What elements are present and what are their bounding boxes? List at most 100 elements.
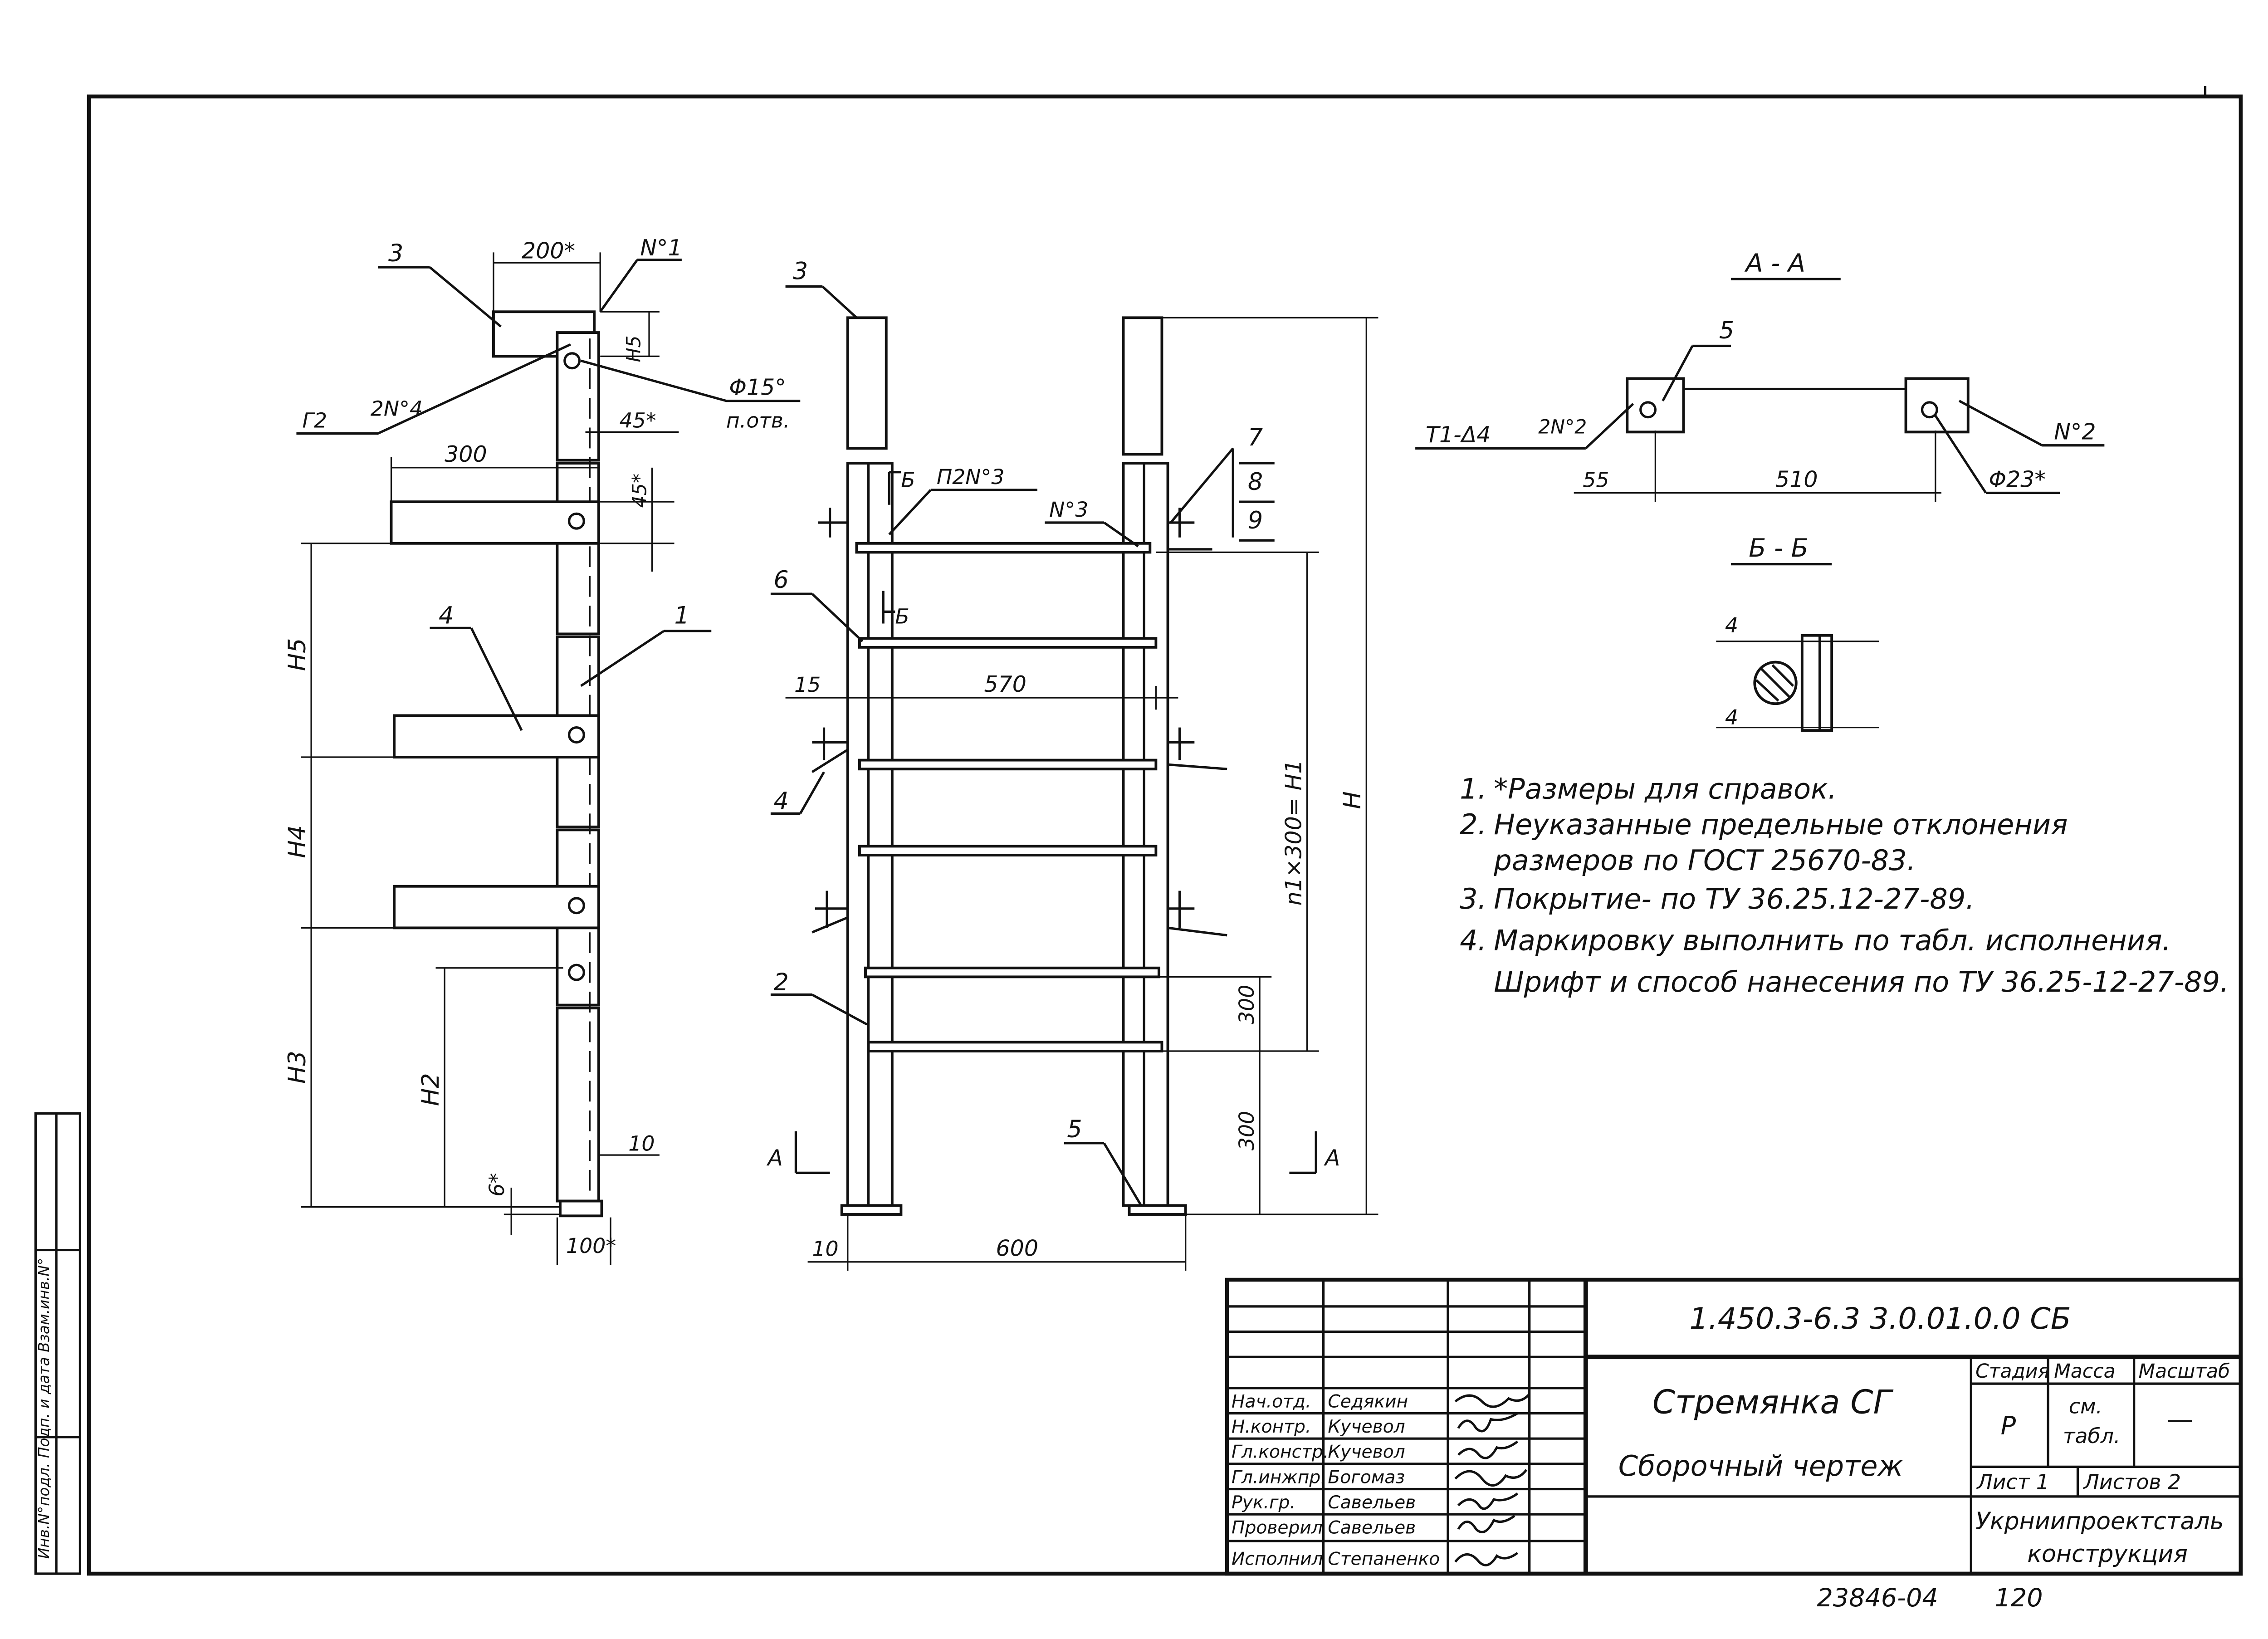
side-dim-h3: H3: [284, 1051, 311, 1084]
section-aa-callout-no2: N°2: [2054, 419, 2096, 445]
sig-role-5: Рук.гр.: [1232, 1492, 1295, 1513]
front-rung-6: [867, 1041, 1163, 1052]
side-pos-3: 3: [388, 240, 403, 267]
side-dim-hole: Φ15°: [729, 374, 786, 400]
side-stringer-lower: [556, 1007, 600, 1203]
front-dim-570: 570: [984, 671, 1026, 697]
section-aa-hole-right: [1921, 401, 1938, 419]
title-scale-value: —: [2167, 1403, 2194, 1434]
side-dim-hole-note: п.отв.: [726, 408, 790, 432]
side-pos-4: 4: [439, 602, 454, 629]
front-pos-9: 9: [1248, 507, 1263, 534]
title-mass-value-1: см.: [2069, 1394, 2102, 1419]
footer-page-number: 120: [1995, 1583, 2043, 1613]
section-bb-plate: [1800, 634, 1821, 732]
front-rung-5: [864, 966, 1160, 979]
note-3-text: Покрытие- по ТУ 36.25.12-27-89.: [1494, 882, 1975, 915]
front-rung-4: [858, 845, 1158, 856]
sig-name-6: Савельев: [1328, 1518, 1416, 1538]
front-dim-h: H: [1339, 791, 1366, 809]
front-dim-300-lower: 300: [1235, 1111, 1259, 1150]
left-margin-stamp-text: Инв.N°подл. Подп. и дата Взам.инв.N°: [35, 1258, 53, 1559]
front-right-top-cap: [1122, 316, 1163, 456]
section-aa-title: А - А: [1745, 249, 1805, 278]
sig-role-2: Н.контр.: [1232, 1417, 1311, 1437]
side-view: 200* N°1 3 H5 Φ15° п.отв. 45* Г2 2N°4 30…: [284, 235, 801, 1265]
signature-rows: Нач.отд. Седякин Н.контр. Кучевол Гл.кон…: [1232, 1391, 1440, 1569]
front-pos-2: 2: [773, 969, 788, 996]
section-bb-pos-4-bottom: 4: [1725, 705, 1738, 729]
sig-role-6: Проверил: [1232, 1518, 1323, 1538]
handwritten-signatures: [1454, 1393, 1530, 1566]
note-4b-text: Шрифт и способ нанесения по ТУ 36.25-12-…: [1494, 965, 2229, 998]
section-aa-weld-label: Т1-Δ4: [1426, 421, 1491, 448]
front-pos-8: 8: [1248, 468, 1263, 496]
side-dim-h5: H5: [284, 638, 311, 671]
title-name-line2: Сборочный чертеж: [1618, 1449, 1903, 1482]
sig-name-1: Седякин: [1328, 1391, 1408, 1412]
section-aa-dim-510: 510: [1775, 466, 1818, 492]
front-dim-300-upper: 300: [1235, 985, 1259, 1024]
side-dim-h5-top: H5: [623, 335, 645, 362]
front-dim-10: 10: [812, 1237, 838, 1261]
title-sheets-label: Листов 2: [2083, 1470, 2181, 1494]
side-dim-100: 100*: [566, 1234, 616, 1258]
sig-role-4: Гл.инжпр.: [1232, 1467, 1326, 1487]
section-bb-title: Б - Б: [1749, 533, 1809, 563]
front-dim-15: 15: [794, 673, 821, 697]
title-mass-value-2: табл.: [2063, 1424, 2121, 1448]
note-1-text: *Размеры для справок.: [1494, 773, 1837, 806]
note-3-num: 3.: [1460, 882, 1486, 915]
sig-name-5: Савельев: [1328, 1492, 1416, 1513]
side-dim-h4: H4: [284, 825, 311, 858]
front-rung-2: [858, 637, 1158, 649]
sig-role-7: Исполнил: [1232, 1549, 1323, 1569]
section-bb: Б - Б 4 4: [1716, 533, 1879, 732]
sig-role-3: Гл.констр.: [1232, 1442, 1329, 1463]
side-dim-h2: H2: [417, 1073, 445, 1106]
section-aa-left-profile: [1626, 377, 1685, 434]
section-bb-plate-2: [1818, 634, 1833, 732]
note-1-num: 1.: [1460, 773, 1486, 806]
side-hole-1: [563, 352, 581, 370]
sig-name-7: Степаненко: [1328, 1549, 1440, 1569]
section-aa: А - А 5 Т1-Δ4 2N°2 N°2 55 510 Φ23*: [1415, 249, 2105, 502]
front-section-a-right: А: [1324, 1145, 1340, 1171]
title-block: 1.450.3-6.3 3.0.01.0.0 СБ Стремянка СГ С…: [1225, 1277, 2243, 1576]
side-dim-45b: 45*: [629, 474, 651, 508]
note-2-num: 2.: [1460, 808, 1486, 841]
front-bracket-right-1: [1168, 508, 1227, 937]
side-pos-1: 1: [675, 602, 689, 629]
sheet-frame: [87, 94, 2243, 1576]
title-doc-code: 1.450.3-6.3 3.0.01.0.0 СБ: [1690, 1301, 2071, 1336]
front-pos-5: 5: [1067, 1115, 1082, 1143]
front-bracket-left-1: [811, 508, 849, 934]
sig-name-4: Богомаз: [1328, 1467, 1405, 1487]
note-4-text: Маркировку выполнить по табл. исполнения…: [1494, 924, 2171, 957]
notes: 1. *Размеры для справок. 2. Неуказанные …: [1460, 773, 2229, 999]
side-stringer-upper: [556, 331, 600, 462]
section-aa-right-profile: [1904, 377, 1970, 434]
side-callout-no1: N°1: [640, 235, 682, 261]
side-dim-200: 200*: [522, 237, 575, 264]
title-col-scale: Масштаб: [2138, 1360, 2230, 1383]
section-aa-dim-55: 55: [1583, 468, 1609, 492]
title-org-line2: конструкция: [2027, 1540, 2187, 1568]
side-dim-45a: 45*: [620, 408, 656, 432]
front-right-foot: [1128, 1204, 1187, 1216]
front-left-stringer: [846, 462, 894, 1207]
front-left-foot: [840, 1204, 903, 1216]
front-rung-3: [858, 758, 1158, 771]
sig-name-2: Кучевол: [1328, 1417, 1405, 1437]
note-4-num: 4.: [1460, 924, 1486, 957]
left-margin-stamp: Инв.N°подл. Подп. и дата Взам.инв.N°: [34, 1112, 82, 1575]
side-bolt-4: [567, 964, 585, 981]
front-dim-600: 600: [996, 1235, 1039, 1262]
side-weld-note: Г2: [302, 408, 327, 432]
side-weld-no4: 2N°4: [371, 396, 423, 421]
title-name-line1: Стремянка СГ: [1652, 1383, 1894, 1421]
side-dim-6: 6*: [485, 1173, 509, 1197]
front-pos-3: 3: [793, 257, 808, 285]
front-pos-4: 4: [773, 788, 788, 815]
sig-name-3: Кучевол: [1328, 1442, 1405, 1463]
